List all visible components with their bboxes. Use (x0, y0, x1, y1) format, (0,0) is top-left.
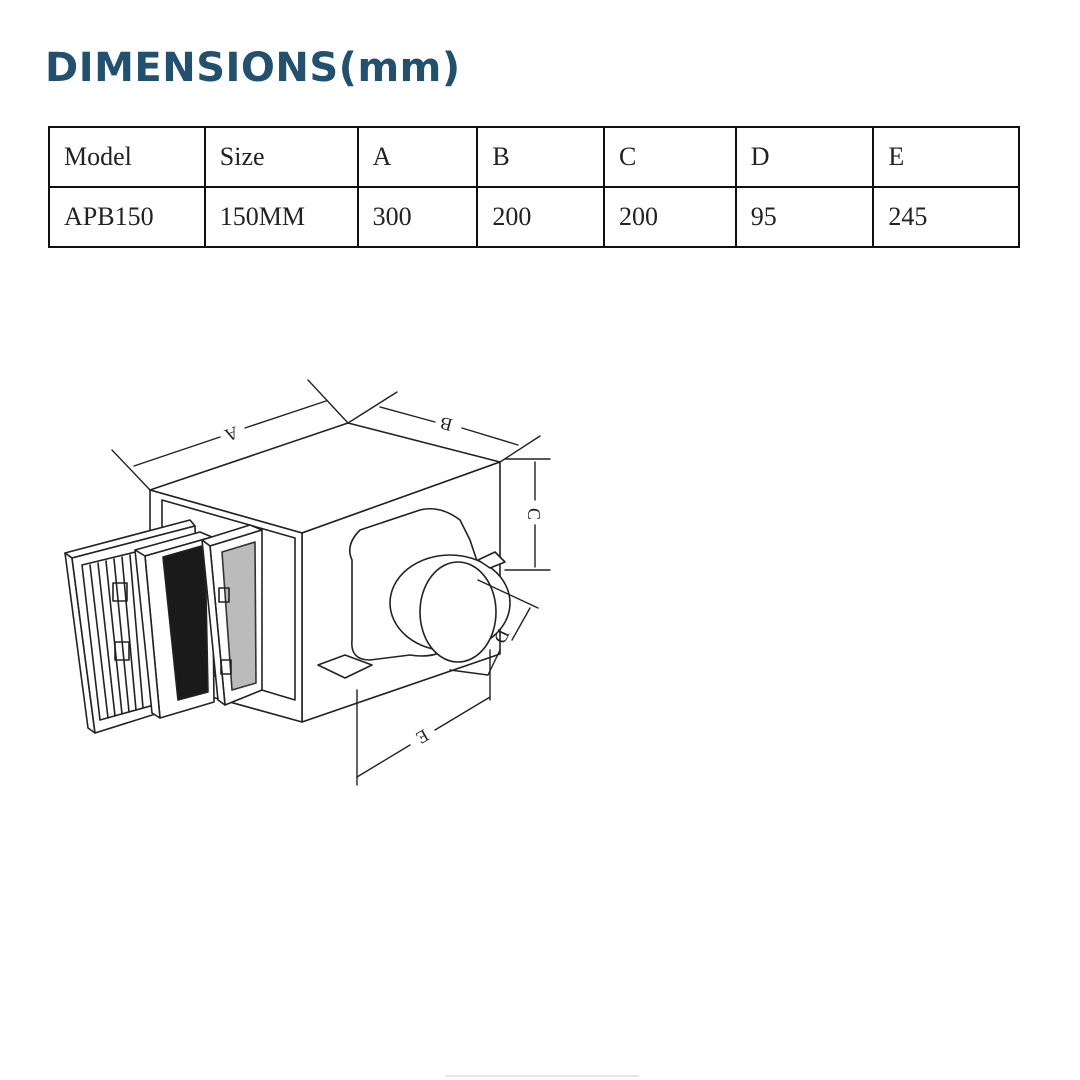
cell-e: 245 (872, 186, 1020, 248)
dim-label-c: C (524, 508, 544, 520)
header-cell-a: A (356, 126, 479, 188)
header-cell-e: E (872, 126, 1020, 188)
cell-b: 200 (476, 186, 606, 248)
table-row: APB150 150MM 300 200 200 95 245 (48, 186, 1020, 248)
carbon-filter-cassette (134, 531, 215, 719)
header-cell-size: Size (203, 126, 359, 188)
header-cell-model: Model (48, 126, 206, 188)
duct-outlet (317, 507, 511, 679)
dimension-labels: A B C D E (222, 413, 544, 748)
cell-size: 150MM (203, 186, 359, 248)
cell-d: 95 (734, 186, 875, 248)
header-cell-c: C (603, 126, 737, 188)
dim-label-b: B (438, 413, 455, 435)
hepa-filter-cassette (201, 524, 263, 706)
page-title: DIMENSIONS(mm) (45, 45, 461, 91)
cell-model: APB150 (48, 186, 206, 248)
dimension-lines (111, 379, 551, 786)
dim-label-e: E (413, 725, 433, 748)
header-cell-d: D (734, 126, 875, 188)
cell-a: 300 (356, 186, 479, 248)
table-header-row: Model Size A B C D E (48, 126, 1020, 188)
dimension-drawing: A B C D E (55, 370, 565, 790)
scroll-indicator (445, 1075, 639, 1077)
dim-label-a: A (222, 423, 241, 446)
header-cell-b: B (476, 126, 606, 188)
dimensions-table: Model Size A B C D E APB150 150MM 300 20… (48, 126, 1020, 248)
cell-c: 200 (603, 186, 737, 248)
